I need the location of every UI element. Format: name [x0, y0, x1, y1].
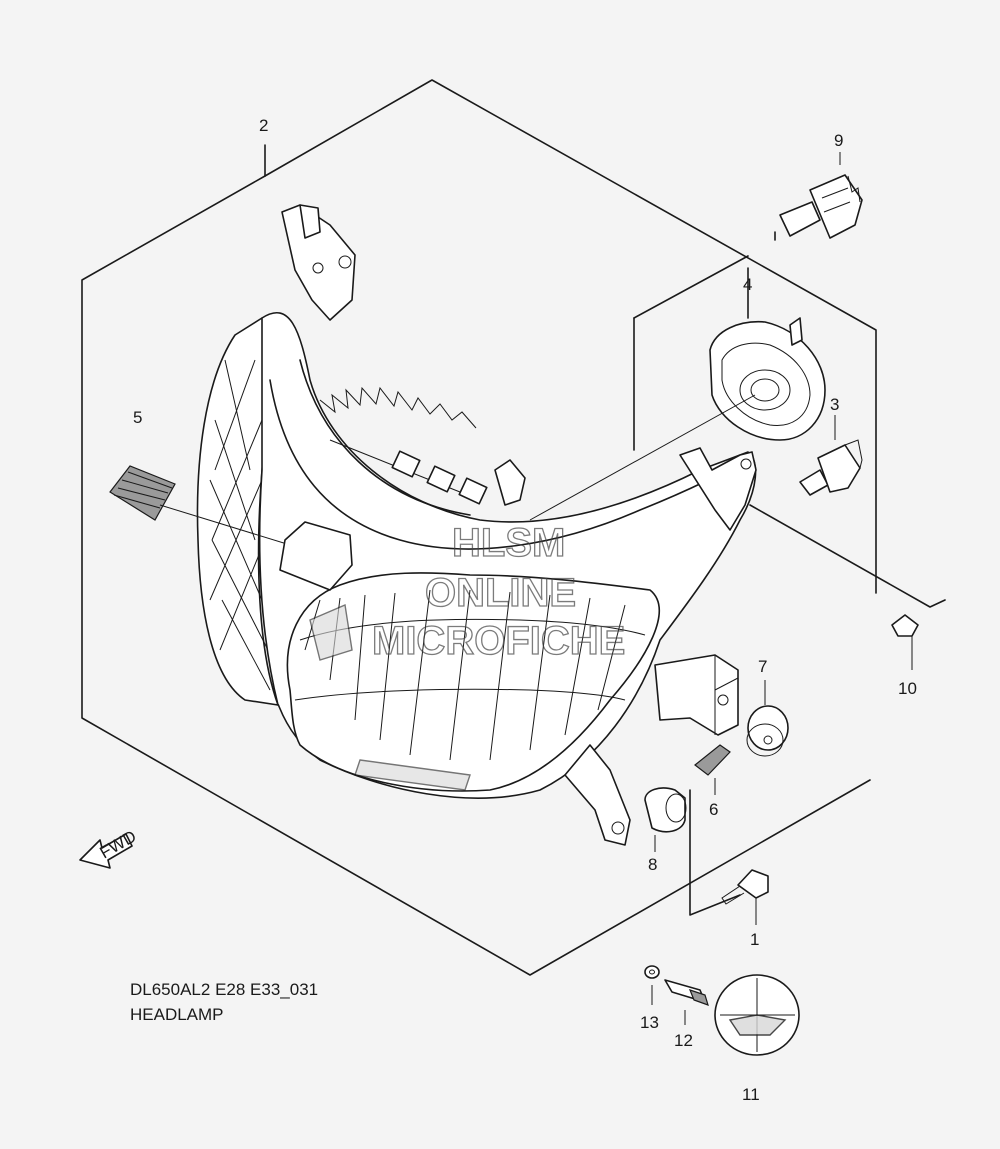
- callout-9: 9: [834, 131, 843, 150]
- callout-7: 7: [758, 657, 767, 676]
- callout-1: 1: [750, 930, 759, 949]
- callout-2: 2: [259, 116, 268, 135]
- callout-5: 5: [133, 408, 142, 427]
- svg-text:HLSM: HLSM: [452, 521, 565, 565]
- model-code: DL650AL2 E28 E33_031: [130, 980, 318, 999]
- watermark: HLSM ONLINE MICROFICHE: [371, 520, 626, 663]
- headlamp-housing: [196, 204, 757, 846]
- diagram-caption: DL650AL2 E28 E33_031 HEADLAMP: [130, 980, 318, 1024]
- part-5-reflector: [109, 465, 353, 591]
- svg-text:ONLINE: ONLINE: [425, 571, 576, 615]
- part-13-washer: [644, 965, 660, 1005]
- callout-6: 6: [709, 800, 718, 819]
- part-3-socket: [799, 415, 863, 496]
- part-8-grommet: [644, 787, 687, 852]
- section-title: HEADLAMP: [130, 1005, 224, 1024]
- callout-13: 13: [640, 1013, 659, 1032]
- part-1-screw: [689, 789, 769, 925]
- fwd-label: FWD: [96, 827, 139, 863]
- part-12-spacer: [664, 979, 709, 1025]
- svg-text:MICROFICHE: MICROFICHE: [372, 619, 625, 663]
- fwd-direction-arrow: FWD: [79, 827, 139, 869]
- part-4-socket-cover: [529, 267, 826, 521]
- part-11-round-reflector: [714, 974, 800, 1056]
- part-10-position-bulb: [749, 504, 946, 670]
- callout-10: 10: [898, 679, 917, 698]
- assembly-boundary: [81, 79, 877, 976]
- callout-12: 12: [674, 1031, 693, 1050]
- part-9-headlight-bulb: [774, 152, 863, 241]
- callout-8: 8: [648, 855, 657, 874]
- part-7-grommet: [746, 680, 789, 757]
- part-6-pad: [694, 744, 731, 795]
- part-callouts: 1 2 3 4 5 6 7 8 9 10 11 12 13: [133, 116, 917, 1104]
- callout-11: 11: [742, 1085, 760, 1104]
- callout-3: 3: [830, 395, 839, 414]
- callout-4: 4: [743, 275, 752, 294]
